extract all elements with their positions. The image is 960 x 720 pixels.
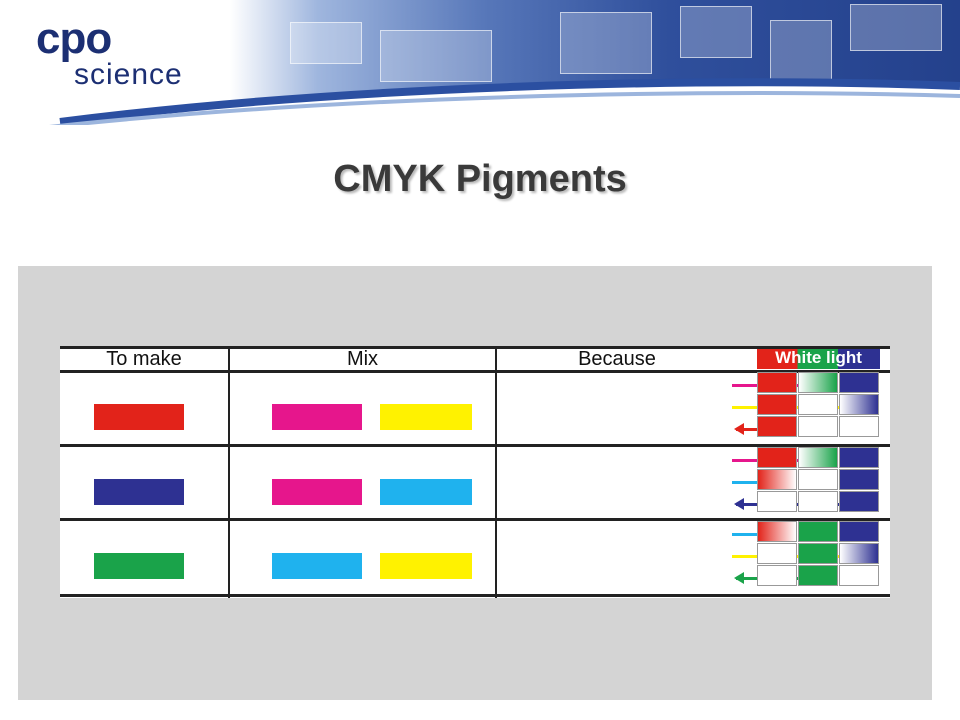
white-light-label: White light xyxy=(775,348,862,367)
row-divider-1 xyxy=(60,444,890,447)
white-light-cell xyxy=(757,469,797,490)
white-light-cell xyxy=(798,416,838,437)
mix-swatch-1 xyxy=(272,479,362,505)
white-light-cell xyxy=(757,565,797,586)
header-banner: cpo science xyxy=(0,0,960,125)
header-mix: Mix xyxy=(346,348,379,370)
target-swatch xyxy=(94,479,184,505)
white-light-cell xyxy=(798,491,838,512)
col-divider-2 xyxy=(495,346,497,598)
white-light-cell xyxy=(839,447,879,468)
cmyk-table: To make Mix Because White light xyxy=(60,346,890,598)
cpo-science-logo: cpo science xyxy=(36,14,216,94)
white-light-cell xyxy=(839,372,879,393)
header-bottom-line xyxy=(60,370,890,373)
col-divider-1 xyxy=(228,346,230,598)
row-divider-2 xyxy=(60,518,890,521)
white-light-cell xyxy=(798,372,838,393)
white-light-cell xyxy=(757,416,797,437)
white-light-cell xyxy=(757,372,797,393)
white-light-cell xyxy=(839,521,879,542)
white-light-cell xyxy=(839,394,879,415)
white-light-cell xyxy=(798,565,838,586)
white-light-cell xyxy=(757,521,797,542)
white-light-cell xyxy=(839,469,879,490)
header-because: Because xyxy=(578,348,656,370)
mix-swatch-2 xyxy=(380,404,472,430)
logo-text-cpo: cpo xyxy=(36,14,112,63)
white-light-cell xyxy=(798,521,838,542)
table-top-line xyxy=(60,346,890,349)
header-to-make: To make xyxy=(106,348,182,370)
logo-text-science: science xyxy=(74,58,183,91)
white-light-cell xyxy=(839,416,879,437)
white-light-cell xyxy=(798,394,838,415)
mix-swatch-2 xyxy=(380,479,472,505)
white-light-cell xyxy=(798,543,838,564)
slide-title: CMYK Pigments xyxy=(333,158,627,200)
white-light-cell xyxy=(757,491,797,512)
mix-swatch-2 xyxy=(380,553,472,579)
white-light-cell xyxy=(798,469,838,490)
mix-swatch-1 xyxy=(272,553,362,579)
target-swatch xyxy=(94,404,184,430)
mix-swatch-1 xyxy=(272,404,362,430)
table-bottom-line xyxy=(60,594,890,597)
banner-swoosh xyxy=(0,78,960,125)
white-light-header: White light xyxy=(757,347,880,369)
white-light-cell xyxy=(798,447,838,468)
target-swatch xyxy=(94,553,184,579)
white-light-cell xyxy=(757,543,797,564)
white-light-cell xyxy=(839,565,879,586)
white-light-cell xyxy=(757,447,797,468)
white-light-cell xyxy=(757,394,797,415)
white-light-cell xyxy=(839,543,879,564)
white-light-cell xyxy=(839,491,879,512)
